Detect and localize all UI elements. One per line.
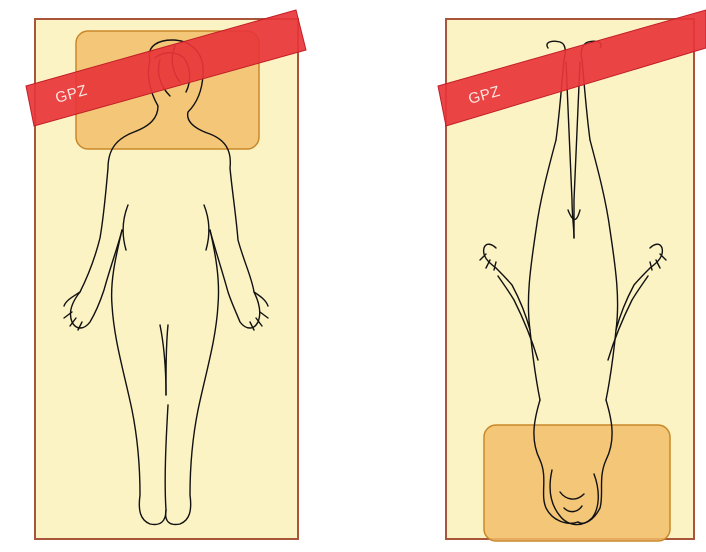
panel-right: GPZ [438,10,706,541]
imaging-zone-right [484,425,670,541]
panel-left: GPZ [26,10,306,539]
